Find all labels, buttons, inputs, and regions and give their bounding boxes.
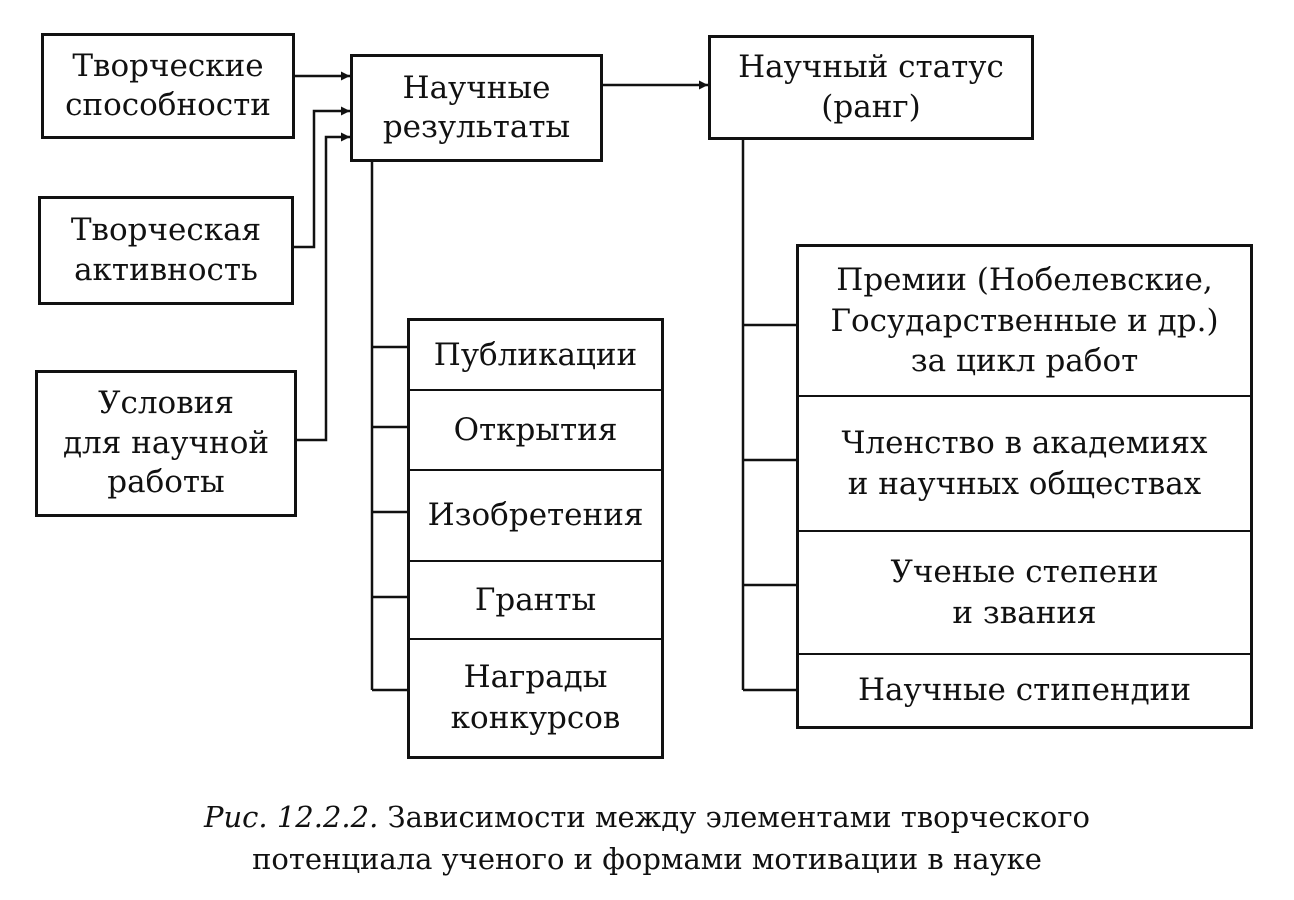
result-item-publications: Публикации xyxy=(433,336,638,373)
results-title-box: Научные результаты xyxy=(350,54,603,162)
status-list: Премии (Нобелевские, Государственные и д… xyxy=(796,244,1253,729)
status-item-membership: Членство в академиях и научных обществах xyxy=(799,395,1250,530)
status-item-scholarships: Научные стипендии xyxy=(799,653,1250,726)
status-item-prizes: Премии (Нобелевские, Государственные и д… xyxy=(830,261,1219,380)
input-work-conditions: Условия для научной работы xyxy=(35,370,297,517)
arrow-activity-to-results xyxy=(294,106,350,249)
status-title-box: Научный статус (ранг) xyxy=(708,35,1034,140)
result-item-grants: Гранты xyxy=(410,560,661,638)
input-creative-abilities: Творческие способности xyxy=(41,33,295,139)
figure-caption: Рис. 12.2.2. Зависимости между элементам… xyxy=(0,796,1294,880)
caption-text: Зависимости между элементами творческого… xyxy=(252,800,1091,877)
results-list: Публикации Открытия Изобретения Гранты Н… xyxy=(407,318,664,759)
arrow-conditions-to-results xyxy=(297,132,350,442)
status-item-degrees: Ученые степени и звания xyxy=(799,530,1250,653)
result-item-inventions: Изобретения xyxy=(410,469,661,560)
figure-number: Рис. 12.2.2. xyxy=(203,800,379,834)
input-creative-activity: Творческая активность xyxy=(38,196,294,305)
result-item-awards: Награды конкурсов xyxy=(410,638,661,756)
result-item-discoveries: Открытия xyxy=(410,389,661,469)
